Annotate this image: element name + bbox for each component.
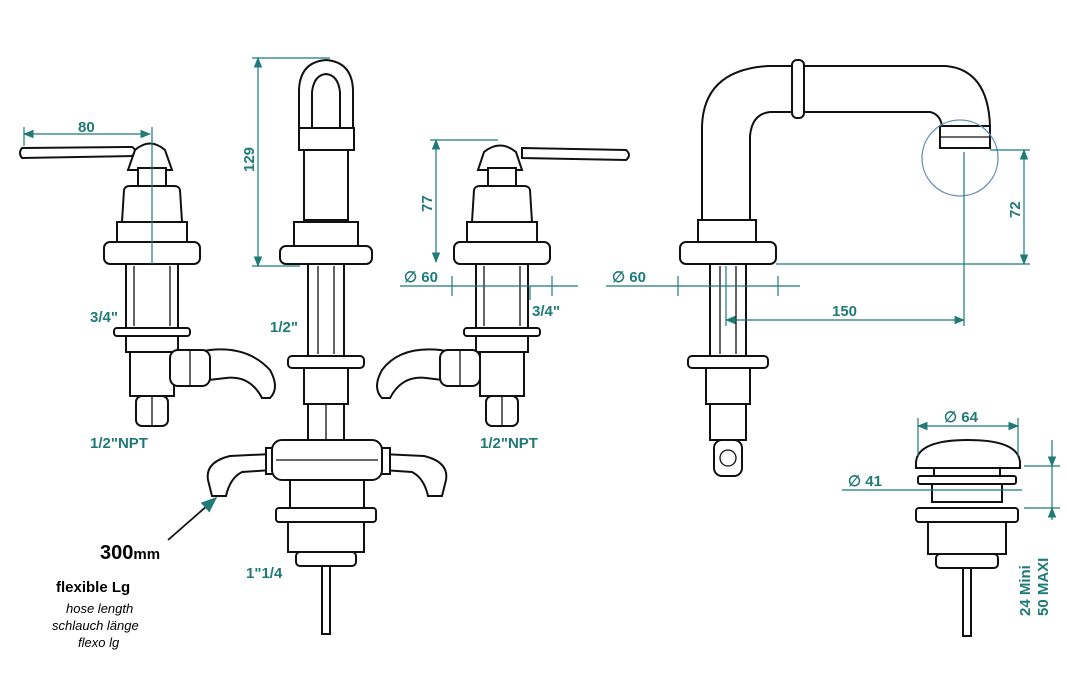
dim-center-drain: 1"1/4 bbox=[246, 565, 283, 582]
hose-length-note: 300mm bbox=[100, 542, 160, 564]
dim-spout-outlet-height: 72 bbox=[1007, 201, 1024, 218]
dim-dia-60-side: ∅ 60 bbox=[612, 269, 646, 286]
left-handle-valve bbox=[19, 142, 276, 427]
hose-line-en: hose length bbox=[66, 601, 133, 616]
dim-right-threads: 3/4" bbox=[532, 303, 560, 320]
hose-title: flexible Lg bbox=[56, 579, 130, 596]
dim-lever-reach: 80 bbox=[78, 119, 95, 136]
dim-right-npt: 1/2"NPT bbox=[480, 435, 538, 452]
dim-center-thread: 1/2" bbox=[270, 319, 298, 336]
right-handle-valve bbox=[376, 144, 630, 427]
side-view-spout bbox=[679, 59, 999, 477]
hose-line-fr: flexo lg bbox=[78, 635, 120, 650]
dim-range-min: 24 Mini bbox=[1017, 565, 1034, 616]
outlet-detail-circle bbox=[921, 119, 999, 197]
dim-spout-height: 129 bbox=[241, 147, 258, 172]
dimension-lines bbox=[22, 56, 1060, 520]
dim-left-npt: 1/2"NPT bbox=[90, 435, 148, 452]
dim-dia-64: ∅ 64 bbox=[944, 409, 979, 426]
hose-line-de: schlauch länge bbox=[52, 618, 139, 633]
center-spout-assembly bbox=[206, 58, 448, 635]
dim-handle-height: 77 bbox=[419, 195, 436, 212]
popup-drain-detail bbox=[915, 438, 1021, 637]
dim-range-max: 50 MAXI bbox=[1035, 558, 1052, 616]
dim-left-threads: 3/4" bbox=[90, 309, 118, 326]
dim-dia-41: ∅ 41 bbox=[848, 473, 882, 490]
hose-pointer-arrow bbox=[167, 496, 218, 541]
dim-dia-60-mid: ∅ 60 bbox=[404, 269, 438, 286]
dim-spout-reach: 150 bbox=[832, 303, 857, 320]
